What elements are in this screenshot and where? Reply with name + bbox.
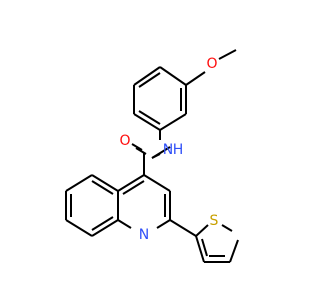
bond-aryl-inner-1 <box>138 72 161 88</box>
bond-aryl-4 <box>133 113 161 131</box>
bond-quin-4 <box>156 219 171 229</box>
bond-benzo-4 <box>65 219 93 237</box>
bond-thio-1 <box>195 235 205 263</box>
bond-aryl-2 <box>133 66 161 86</box>
bond-thio-5 <box>195 224 209 237</box>
bond-benzo-5 <box>91 219 119 237</box>
atom-label-oxygen-methoxy: O <box>206 56 217 72</box>
atom-label-layer: O O N H N S <box>119 56 218 243</box>
bond-thio-3 <box>229 239 239 263</box>
bond-carbonyl-c-o-a <box>131 143 143 151</box>
bond-thio-inner-2 <box>201 238 208 257</box>
bond-quin-1 <box>117 174 145 192</box>
atom-label-sulfur-thiophene: S <box>210 213 219 229</box>
bond-thio-4 <box>221 224 233 232</box>
bond-quin-3 <box>117 219 132 229</box>
bond-quin-inner-1 <box>122 180 145 195</box>
bond-quin-6 <box>143 174 171 192</box>
atom-label-nitrogen-amide: N <box>163 142 173 158</box>
bond-quin-to-thiophene <box>169 219 197 237</box>
atom-label-nitrogen-quinoline: N <box>139 227 149 243</box>
atom-label-hydrogen-amide: H <box>173 142 184 158</box>
bond-o-aryl <box>185 71 206 86</box>
bond-benzo-1 <box>91 174 119 192</box>
bond-carbonyl-to-n-link <box>151 146 171 159</box>
bond-methyl-o <box>218 49 237 60</box>
bond-aryl-1 <box>159 66 187 86</box>
bond-layer <box>65 49 239 263</box>
bond-aryl-5 <box>159 113 187 131</box>
bond-benzo-inner-3 <box>91 216 114 231</box>
molecule-structure-diagram: O O N H N S <box>65 49 239 263</box>
atom-label-oxygen-carbonyl: O <box>119 133 130 149</box>
bond-benzo-2 <box>65 174 93 192</box>
bond-benzo-inner-1 <box>91 180 114 195</box>
bond-aryl-inner-2 <box>138 110 161 125</box>
